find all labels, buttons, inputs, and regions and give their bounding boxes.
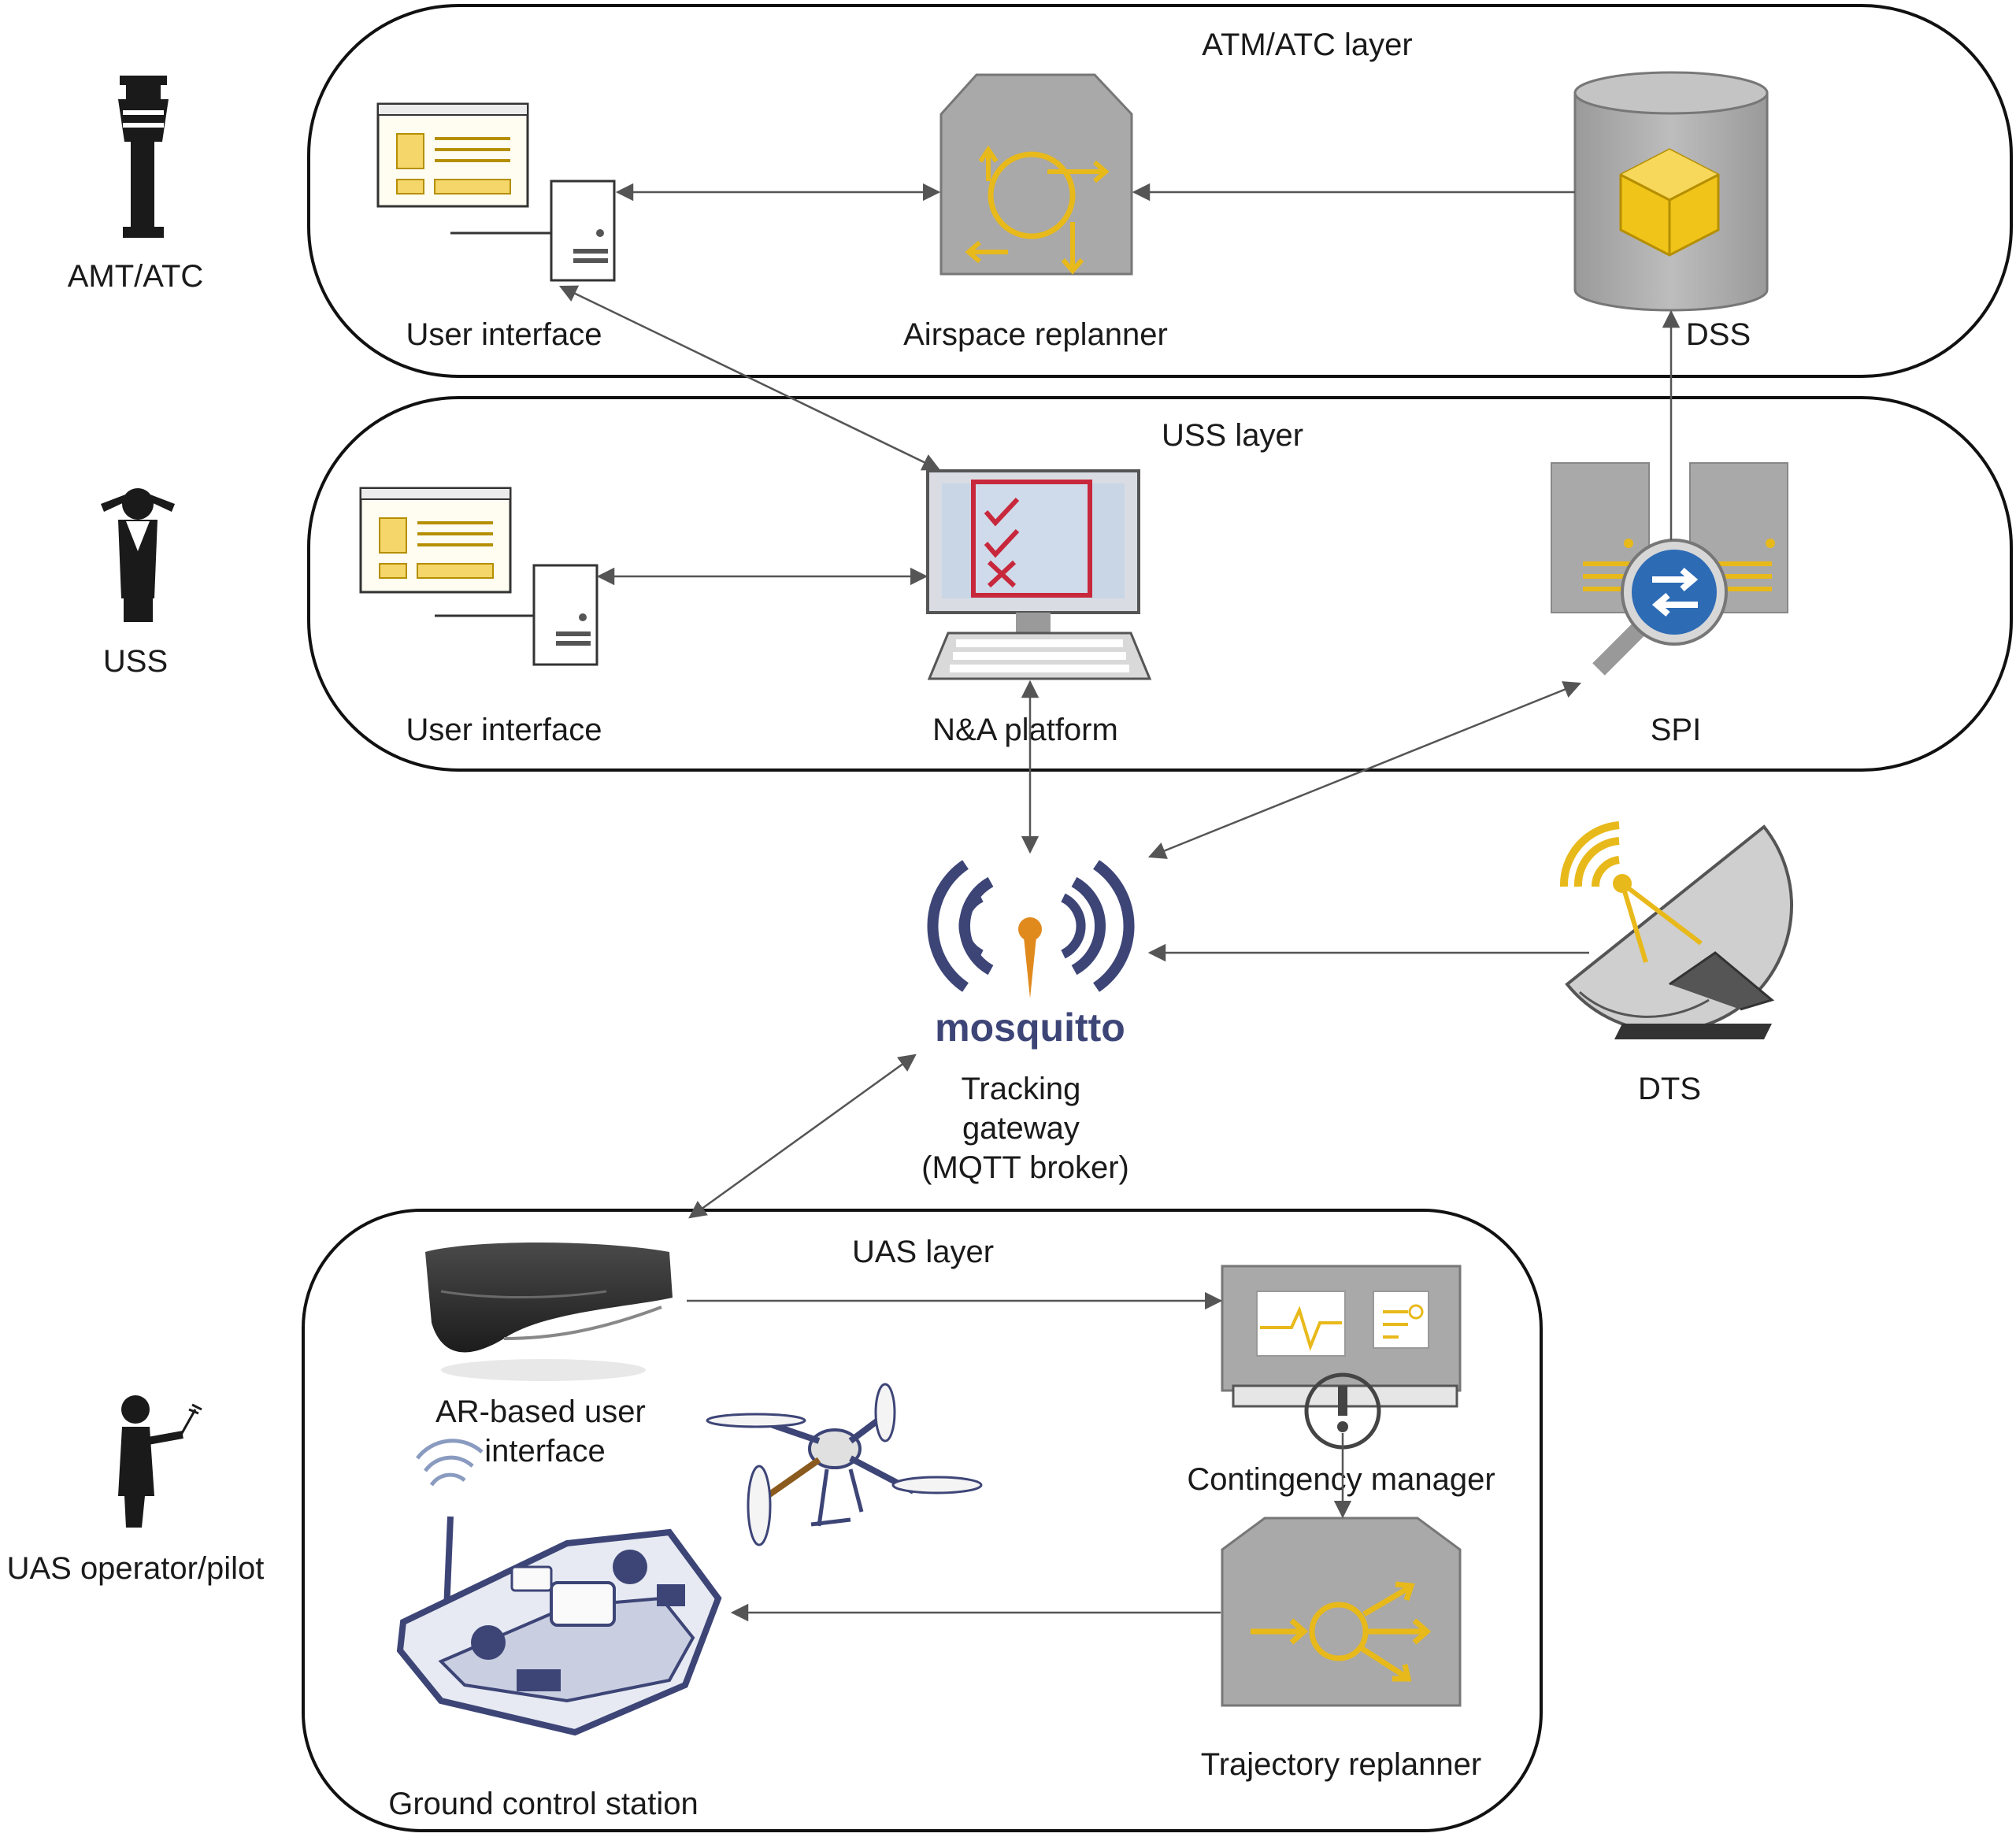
spi-label: SPI — [1651, 713, 1701, 747]
tracking-gateway-line-2: gateway — [962, 1111, 1080, 1146]
atc-actor-label: AMT/ATC — [68, 259, 204, 294]
gcs-label: Ground control station — [388, 1787, 699, 1821]
ui-uss-label: User interface — [406, 713, 602, 747]
ui-atm-icon — [376, 102, 616, 282]
tracking-gateway-line-3: (MQTT broker) — [921, 1150, 1129, 1185]
tracking-gateway-line-1: Tracking — [961, 1072, 1080, 1106]
quadcopter-drone-icon — [706, 1383, 983, 1546]
ui-uss-icon — [359, 487, 598, 666]
arrow-spi-mosquitto — [1147, 681, 1582, 859]
na-platform-label: N&A platform — [932, 713, 1118, 747]
ar-ui-line-2: interface — [484, 1434, 605, 1468]
atm-atc-layer — [307, 4, 2013, 378]
uas-layer-title: UAS layer — [852, 1235, 994, 1269]
dts-label: DTS — [1638, 1072, 1701, 1106]
pilot-person-icon — [118, 1395, 202, 1528]
dss-database-icon — [1573, 71, 1769, 312]
mosquitto-logo-text: mosquitto — [935, 1006, 1125, 1050]
contingency-manager-label: Contingency manager — [1187, 1462, 1495, 1497]
ground-control-station-icon — [396, 1439, 722, 1736]
arrow-mosquitto-uas-layer — [688, 1054, 917, 1219]
na-platform-computer-icon — [926, 469, 1152, 680]
dts-satellite-dish-icon — [1559, 821, 1794, 1039]
arrow-ui-atm-na-platform — [558, 285, 941, 471]
trajectory-replanner-icon — [1221, 1517, 1462, 1707]
tracking-gateway-label: Tracking gateway (MQTT broker) — [921, 1072, 1129, 1185]
ar-ui-label: AR-based user interface — [435, 1394, 654, 1468]
trajectory-replanner-label: Trajectory replanner — [1201, 1747, 1481, 1782]
airspace-replanner-icon — [939, 73, 1133, 276]
ar-headset-icon — [425, 1243, 673, 1381]
pilot-actor-label: UAS operator/pilot — [7, 1551, 265, 1586]
uss-actor-label: USS — [103, 644, 168, 679]
dss-label: DSS — [1686, 317, 1751, 352]
ui-atm-label: User interface — [406, 317, 602, 352]
uss-layer-title: USS layer — [1162, 418, 1303, 453]
airspace-replanner-label: Airspace replanner — [903, 317, 1168, 352]
ar-ui-line-1: AR-based user — [435, 1394, 646, 1429]
spi-server-icon — [1551, 462, 1788, 676]
mosquitto-broker-icon — [927, 860, 1135, 998]
stressed-person-icon — [101, 488, 175, 622]
uas-layer — [302, 1209, 1543, 1832]
atm-atc-layer-title: ATM/ATC layer — [1202, 28, 1412, 62]
control-tower-icon — [118, 76, 169, 238]
contingency-manager-icon — [1221, 1265, 1462, 1450]
